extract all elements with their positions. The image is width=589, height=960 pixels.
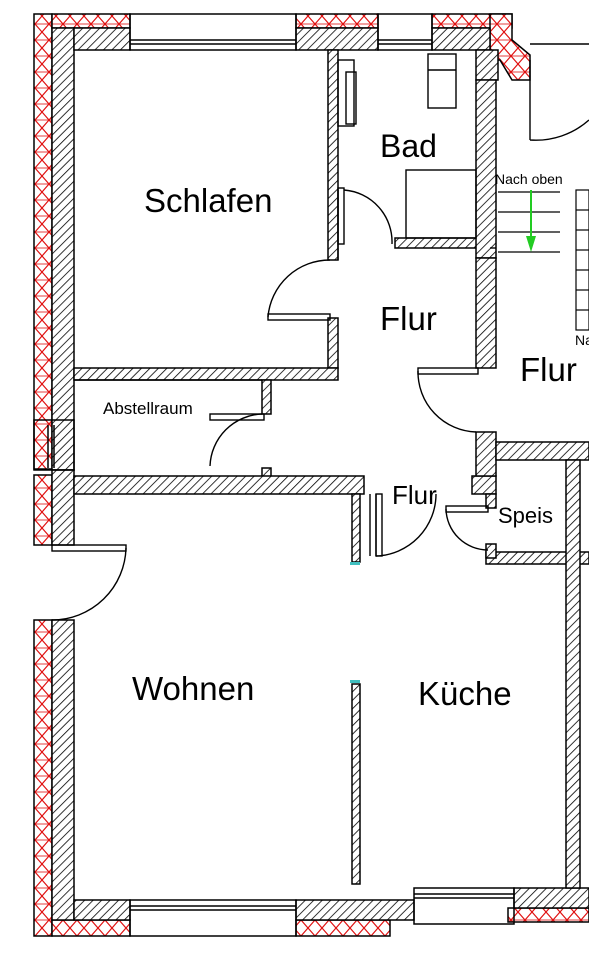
room-label-bad: Bad — [380, 128, 437, 164]
windows — [33, 13, 515, 937]
exterior-walls — [51, 27, 589, 921]
doors — [51, 43, 589, 621]
room-label-flur-lower: Flur — [392, 480, 437, 510]
staircase — [498, 189, 589, 331]
room-label-speis: Speis — [498, 503, 553, 528]
room-label-abstellraum: Abstellraum — [103, 399, 193, 418]
room-label-wohnen: Wohnen — [132, 670, 254, 707]
room-label-flur-right: Flur — [520, 351, 577, 388]
room-label-flur-upper: Flur — [380, 300, 437, 337]
stair-label-nach-oben: Nach oben — [495, 171, 563, 187]
room-label-kueche: Küche — [418, 675, 512, 712]
markers — [350, 562, 360, 683]
stair-label-cut: Na — [575, 332, 589, 348]
stair-direction-arrow — [526, 190, 536, 252]
insulation-layer — [33, 13, 589, 937]
bathroom-fixtures — [337, 53, 477, 239]
interior-walls — [73, 49, 589, 889]
room-label-schlafen: Schlafen — [144, 182, 272, 219]
